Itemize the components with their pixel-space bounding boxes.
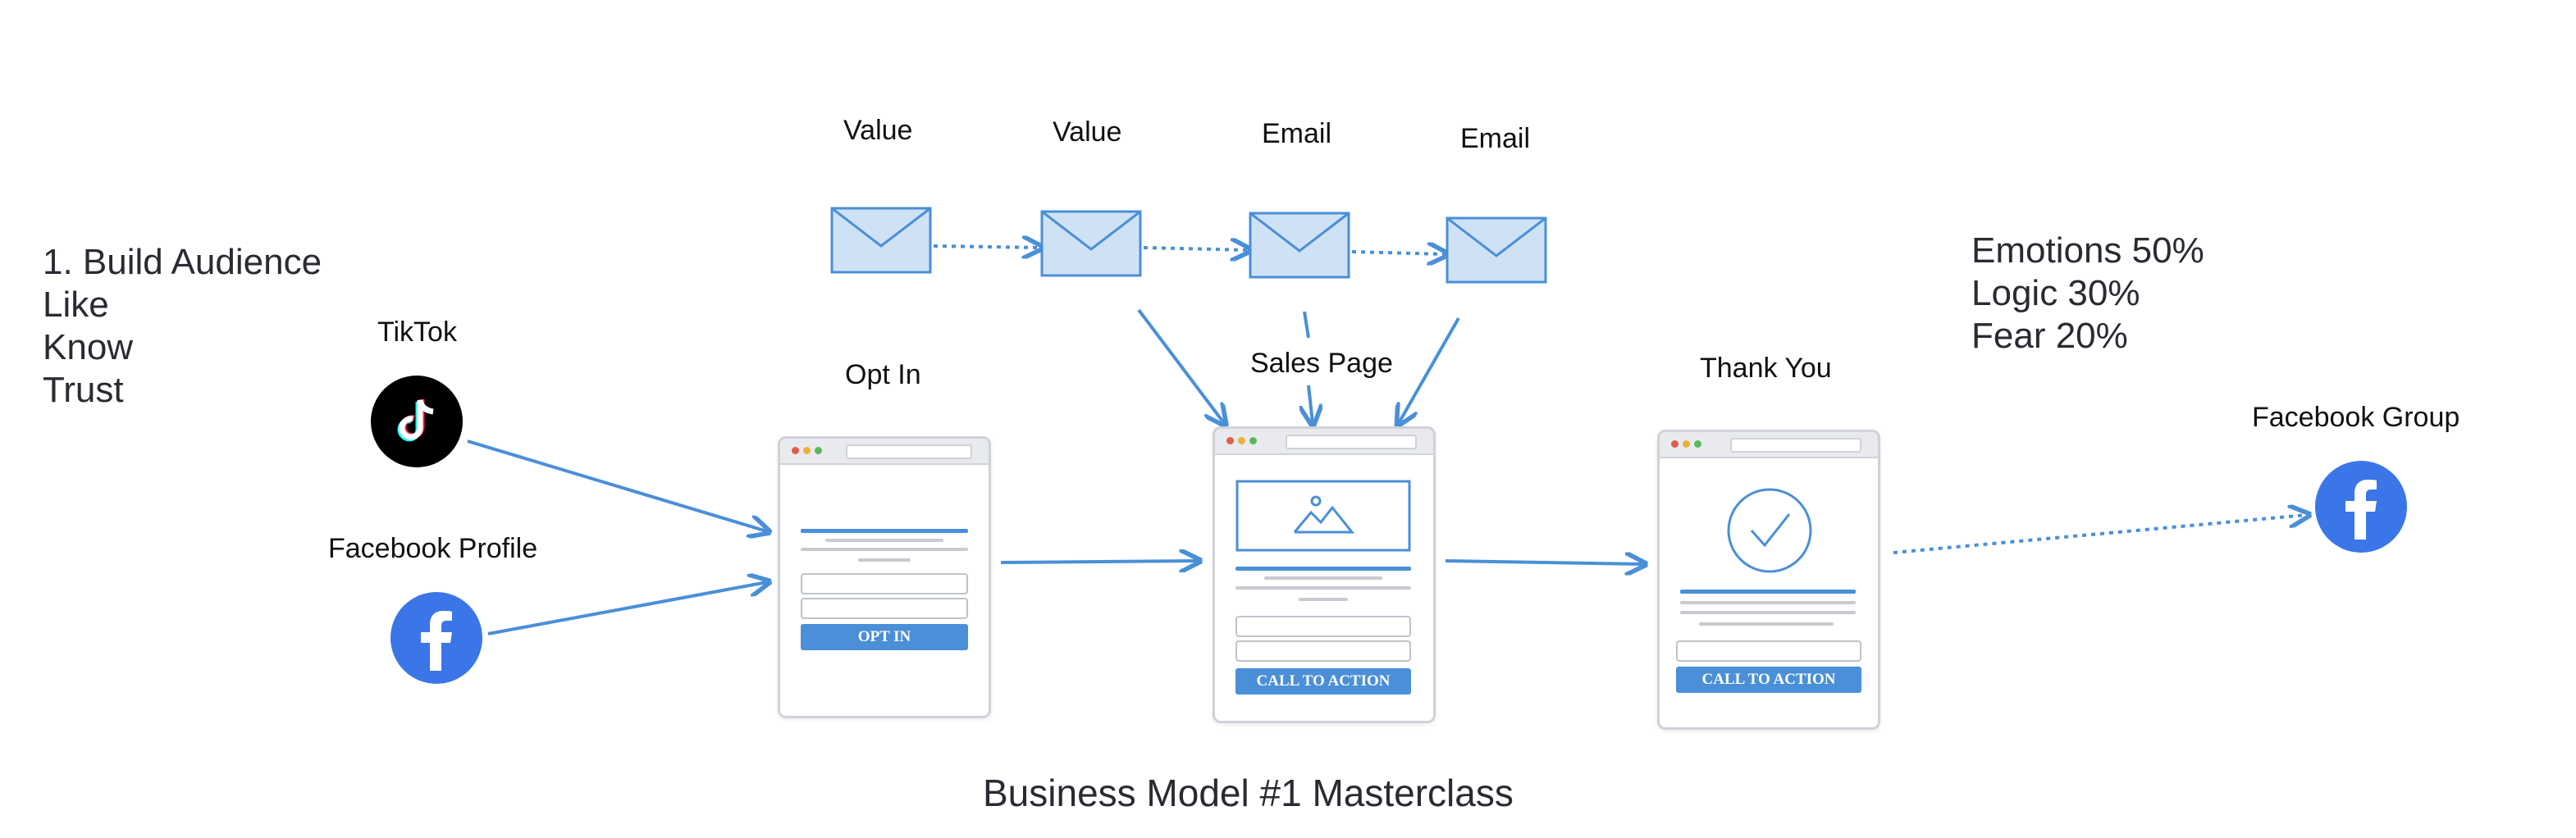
arrow-sales-to-thankyou bbox=[1445, 561, 1643, 564]
form-field bbox=[801, 573, 968, 594]
email-label: Value bbox=[1053, 116, 1122, 148]
facebook-icon bbox=[2315, 461, 2407, 553]
envelope-icon bbox=[1249, 212, 1350, 279]
email-label: Value bbox=[843, 115, 913, 146]
browser-url-bar bbox=[846, 444, 972, 459]
tiktok-icon bbox=[371, 376, 463, 467]
text-line bbox=[1699, 622, 1834, 626]
text-line bbox=[1235, 586, 1411, 590]
browser-dot bbox=[1694, 440, 1701, 448]
tiktok-label: TikTok bbox=[377, 317, 457, 348]
browser-url-bar bbox=[1286, 435, 1417, 449]
text-line bbox=[1264, 576, 1382, 580]
arrow-email-1-2 bbox=[933, 246, 1040, 248]
arrow-saleslabel-to-sales bbox=[1309, 385, 1313, 423]
stat-line: Logic 30% bbox=[1971, 273, 2140, 313]
audience-step: Trust bbox=[43, 370, 124, 410]
browser-dot bbox=[1226, 437, 1234, 444]
optin-button: OPT IN bbox=[801, 624, 968, 650]
arrow-optin-to-sales bbox=[1000, 561, 1198, 562]
browser-dot bbox=[1238, 437, 1245, 444]
arrow-email-3-4 bbox=[1351, 252, 1446, 254]
envelope-icon bbox=[830, 207, 932, 274]
headline-line bbox=[1235, 567, 1411, 571]
stat-line: Fear 20% bbox=[1971, 316, 2128, 356]
envelope-icon bbox=[1040, 210, 1142, 277]
headline-line bbox=[1680, 590, 1856, 594]
arrow-email-2-3 bbox=[1143, 248, 1249, 250]
arrow-email-2-to-sales bbox=[1137, 308, 1224, 423]
browser-dot bbox=[803, 447, 811, 454]
text-line bbox=[1299, 598, 1348, 601]
browser-dot bbox=[815, 447, 822, 454]
facebook-profile-label: Facebook Profile bbox=[328, 533, 538, 564]
checkmark-icon bbox=[1727, 488, 1812, 573]
text-line bbox=[858, 558, 911, 562]
facebook-icon bbox=[391, 592, 482, 684]
browser-bar bbox=[780, 439, 989, 465]
audience-step: Like bbox=[43, 285, 109, 325]
thank-you-label: Thank You bbox=[1700, 353, 1832, 384]
text-line bbox=[825, 539, 943, 542]
audience-step: 1. Build Audience bbox=[43, 242, 322, 282]
envelope-icon bbox=[1446, 216, 1547, 284]
text-line bbox=[801, 548, 968, 551]
diagram-title: Business Model #1 Masterclass bbox=[983, 772, 1514, 814]
form-field bbox=[801, 598, 968, 619]
audience-steps: 1. Build Audience Like Know Trust bbox=[43, 241, 322, 412]
form-field bbox=[1676, 640, 1861, 662]
browser-dot bbox=[792, 447, 799, 454]
optin-label: Opt In bbox=[845, 359, 921, 390]
call-to-action-button: CALL TO ACTION bbox=[1676, 667, 1861, 693]
facebook-group-label: Facebook Group bbox=[2252, 402, 2460, 433]
arrow-email-3-to-sales bbox=[1303, 311, 1310, 339]
text-line bbox=[1680, 601, 1856, 604]
call-to-action-button: CALL TO ACTION bbox=[1235, 668, 1411, 695]
sales-page-label: Sales Page bbox=[1250, 348, 1393, 379]
email-label: Email bbox=[1262, 118, 1332, 149]
image-icon bbox=[1235, 480, 1411, 552]
browser-bar bbox=[1660, 432, 1878, 458]
browser-dot bbox=[1249, 437, 1257, 444]
optin-page-mockup: OPT IN bbox=[778, 436, 991, 718]
browser-dot bbox=[1683, 440, 1690, 448]
arrow-tiktok-to-optin bbox=[467, 439, 767, 531]
browser-dot bbox=[1671, 440, 1679, 448]
arrow-facebook-to-optin bbox=[487, 582, 767, 635]
persuasion-stats: Emotions 50% Logic 30% Fear 20% bbox=[1971, 230, 2204, 358]
thank-you-page-mockup: CALL TO ACTION bbox=[1657, 430, 1880, 730]
email-label: Email bbox=[1460, 123, 1531, 154]
browser-bar bbox=[1215, 429, 1433, 455]
form-field bbox=[1235, 616, 1411, 637]
form-field bbox=[1235, 640, 1411, 662]
headline-line bbox=[801, 529, 968, 533]
arrow-email-4-to-sales bbox=[1399, 317, 1460, 423]
arrow-thankyou-to-group bbox=[1893, 515, 2307, 554]
stat-line: Emotions 50% bbox=[1971, 230, 2204, 271]
audience-step: Know bbox=[43, 327, 134, 367]
sales-page-mockup: CALL TO ACTION bbox=[1213, 426, 1436, 723]
browser-url-bar bbox=[1730, 438, 1861, 453]
text-line bbox=[1680, 611, 1856, 614]
